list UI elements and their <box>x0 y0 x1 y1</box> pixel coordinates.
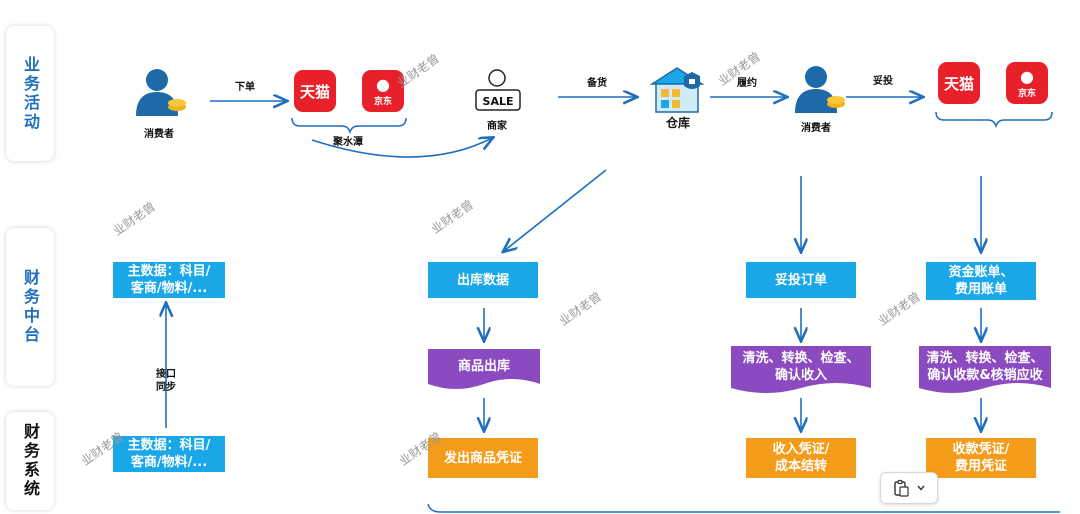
lane-finance-platform: 财务中台 <box>6 228 54 386</box>
sale-sign-text: SALE <box>482 95 514 108</box>
fulfill-label: 履约 <box>737 78 757 89</box>
arrow-juhuasuan-to-merchant <box>311 138 492 158</box>
warehouse-label: 仓库 <box>665 116 690 130</box>
platform-brace-left <box>291 117 407 135</box>
tmall-label: 天猫 <box>299 82 330 101</box>
tmall-icon-2: 天猫 <box>938 62 980 104</box>
chevron-down-icon <box>917 485 925 491</box>
clean-confirm-revenue-box: 清洗、转换、检查、 确认收入 <box>742 351 860 383</box>
clipboard-icon <box>894 479 909 497</box>
jd-icon: ●京东 <box>362 70 404 112</box>
lane-business-activity-label: 业务活动 <box>21 55 40 132</box>
fund-bill-box: 资金账单、 费用账单 <box>926 262 1036 300</box>
interface-sync-label: 接口 同步 <box>156 369 176 393</box>
platform-brace-right <box>935 111 1053 129</box>
jd-label-2: 京东 <box>1017 89 1036 99</box>
lane-business-activity: 业务活动 <box>6 26 54 161</box>
receipt-voucher-box: 收款凭证/ 费用凭证 <box>926 438 1036 478</box>
lane-finance-system: 财务系统 <box>6 412 54 510</box>
revenue-voucher-box: 收入凭证/ 成本结转 <box>746 438 856 478</box>
arrow-warehouse-to-outbound <box>504 169 607 251</box>
merchant-label: 商家 <box>487 121 507 132</box>
master-data-box-bottom: 主数据：科目/ 客商/物料/... <box>113 436 225 472</box>
stock-up-label: 备货 <box>587 78 607 89</box>
lane-finance-system-label: 财务系统 <box>21 423 40 499</box>
delivered-order-box: 妥投订单 <box>746 262 856 298</box>
clean-revenue-shape <box>731 346 871 393</box>
lane-finance-platform-label: 财务中台 <box>21 269 40 345</box>
goods-outbound-shape <box>428 349 540 389</box>
warehouse-icon <box>649 67 705 113</box>
bottom-brace <box>427 503 1060 513</box>
paste-options-button[interactable] <box>880 472 938 504</box>
issue-voucher-box: 发出商品凭证 <box>428 438 538 478</box>
merchant-sale-icon <box>475 69 521 111</box>
juhuasuan-label: 聚水潭 <box>333 137 363 148</box>
tmall-icon: 天猫 <box>294 70 336 112</box>
consumer-icon-2 <box>795 66 845 113</box>
outbound-data-box: 出库数据 <box>428 262 538 298</box>
consumer-label-2: 消费者 <box>801 123 831 134</box>
goods-outbound-box: 商品出库 <box>457 359 510 374</box>
place-order-label: 下单 <box>235 82 255 93</box>
consumer-label: 消费者 <box>144 129 174 140</box>
delivered-label: 妥投 <box>873 76 893 87</box>
master-data-box-top: 主数据：科目/ 客商/物料/... <box>113 262 225 298</box>
consumer-icon <box>136 69 186 116</box>
clean-receipt-shape <box>919 346 1051 393</box>
jd-icon-2: ●京东 <box>1006 62 1048 104</box>
clean-confirm-receipt-box: 清洗、转换、检查、 确认收款&核销应收 <box>926 351 1044 383</box>
jd-label: 京东 <box>373 97 392 107</box>
tmall-label-2: 天猫 <box>943 74 974 93</box>
